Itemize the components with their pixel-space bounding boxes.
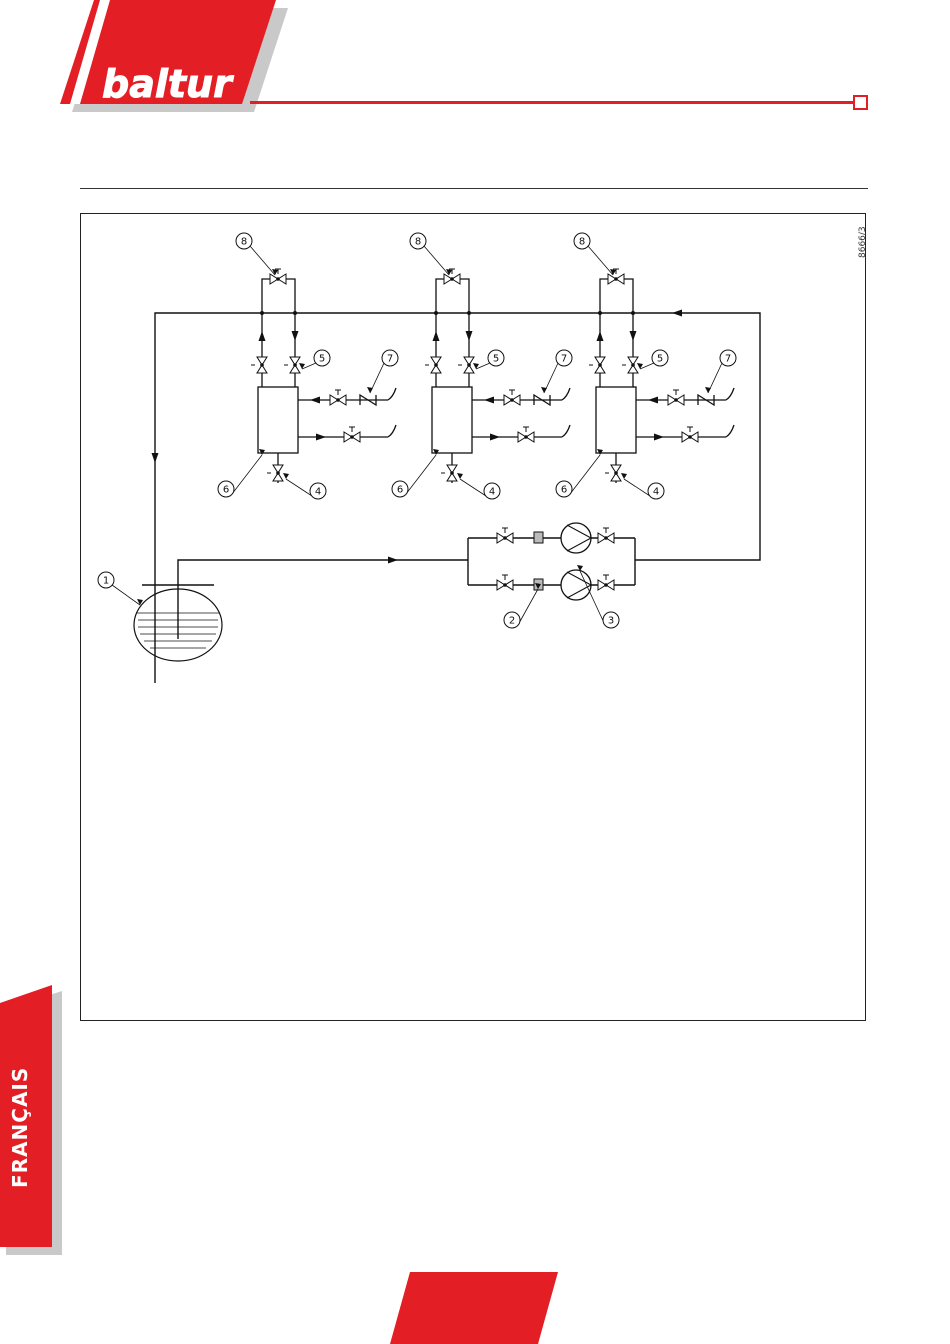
svg-text:7: 7: [387, 354, 393, 365]
svg-text:8: 8: [579, 237, 585, 248]
svg-text:7: 7: [725, 354, 731, 365]
callout-6: 6: [218, 481, 234, 497]
callout-1: 1: [98, 572, 114, 588]
callouts: 8 5 7 6 4 8 5 7 6 4 8 5 7 6 4 1 2 3: [98, 233, 736, 628]
baltur-logo: baltur: [0, 0, 300, 140]
svg-text:5: 5: [657, 354, 663, 365]
callout-8: 8: [410, 233, 426, 249]
language-label: FRANÇAIS: [8, 1067, 32, 1188]
header-line: [250, 101, 854, 104]
svg-text:8: 8: [415, 237, 421, 248]
callout-5: 5: [488, 350, 504, 366]
callout-4: 4: [484, 483, 500, 499]
heater-body: [596, 387, 636, 453]
svg-text:6: 6: [397, 485, 403, 496]
callout-5: 5: [652, 350, 668, 366]
callout-6: 6: [556, 481, 572, 497]
section-rule: [80, 188, 868, 189]
fuel-oil-piping-diagram: 8 5 7 6 4 8 5 7 6 4 8 5 7 6 4 1 2 3: [80, 213, 866, 1021]
svg-text:6: 6: [561, 485, 567, 496]
svg-text:4: 4: [653, 487, 659, 498]
burner-unit-2: [425, 269, 570, 483]
callout-4: 4: [310, 483, 326, 499]
pump-icon: [561, 523, 591, 553]
callout-7: 7: [556, 350, 572, 366]
svg-text:2: 2: [509, 616, 515, 627]
burner-unit-3: [589, 269, 734, 483]
filter-icon: [534, 532, 543, 543]
logo-wordmark: baltur: [102, 62, 234, 106]
svg-text:4: 4: [489, 487, 495, 498]
heater-body: [432, 387, 472, 453]
svg-text:5: 5: [319, 354, 325, 365]
callout-2: 2: [504, 612, 520, 628]
callout-6: 6: [392, 481, 408, 497]
header-square-marker: [853, 95, 868, 110]
svg-text:6: 6: [223, 485, 229, 496]
callout-3: 3: [603, 612, 619, 628]
burner-unit-1: [251, 269, 396, 483]
svg-text:3: 3: [608, 616, 614, 627]
callout-5: 5: [314, 350, 330, 366]
svg-text:7: 7: [561, 354, 567, 365]
page-number-tab: [390, 1272, 560, 1344]
svg-text:8: 8: [241, 237, 247, 248]
callout-7: 7: [382, 350, 398, 366]
callout-7: 7: [720, 350, 736, 366]
supply-line: [178, 560, 468, 591]
callout-8: 8: [236, 233, 252, 249]
callout-8: 8: [574, 233, 590, 249]
svg-text:4: 4: [315, 487, 321, 498]
callout-4: 4: [648, 483, 664, 499]
svg-text:5: 5: [493, 354, 499, 365]
return-line: [155, 313, 760, 683]
pump-group: [497, 523, 614, 600]
heater-body: [258, 387, 298, 453]
svg-text:1: 1: [103, 576, 109, 587]
